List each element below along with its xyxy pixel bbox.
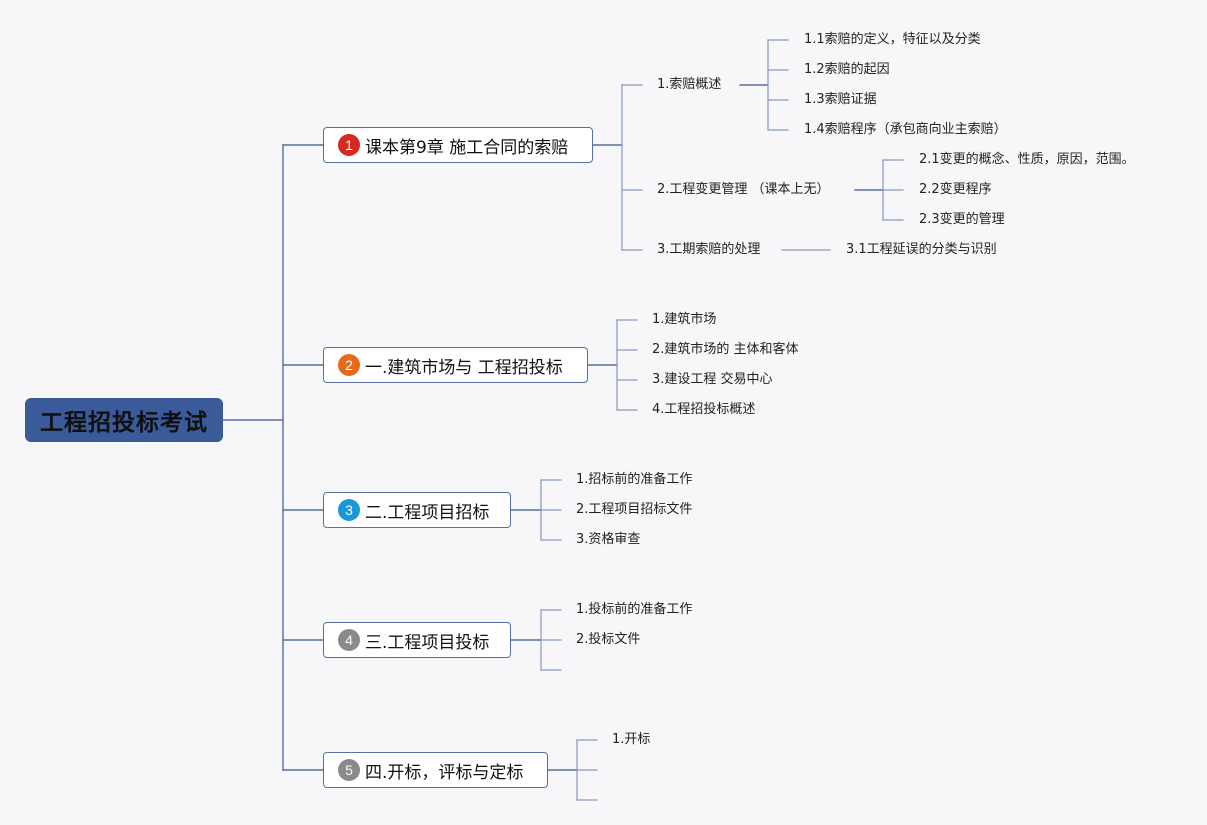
root-connectors: [222, 144, 324, 771]
subtopic-2-1[interactable]: 1.建筑市场: [652, 312, 717, 327]
priority-5-icon: 5: [338, 759, 360, 781]
branch-topic-2-label: 一.建筑市场与 工程招投标: [365, 357, 563, 378]
branch-topic-5-label: 四.开标，评标与定标: [365, 762, 524, 783]
subtopic-2-4[interactable]: 4.工程招投标概述: [652, 402, 756, 417]
branch-topic-1-label: 课本第9章 施工合同的索赔: [365, 137, 569, 158]
subtopic-1-1-3[interactable]: 1.3索赔证据: [804, 92, 877, 107]
subtopic-2-3[interactable]: 3.建设工程 交易中心: [652, 372, 773, 387]
subtopic-3-3[interactable]: 3.资格审查: [576, 532, 641, 547]
priority-1-icon: 1: [338, 134, 360, 156]
subtopic-1-1[interactable]: 1.索赔概述: [657, 77, 722, 92]
subtopic-3-2[interactable]: 2.工程项目招标文件: [576, 502, 693, 517]
subtopic-4-2[interactable]: 2.投标文件: [576, 632, 641, 647]
branch-5-connectors: [547, 739, 598, 801]
subtopic-1-2-1[interactable]: 2.1变更的概念、性质，原因，范围。: [919, 152, 1135, 167]
branch-1-connectors: [592, 39, 904, 251]
priority-3-icon: 3: [338, 499, 360, 521]
subtopic-1-2-3[interactable]: 2.3变更的管理: [919, 212, 1005, 227]
subtopic-5-1[interactable]: 1.开标: [612, 732, 651, 747]
priority-2-icon: 2: [338, 354, 360, 376]
subtopic-2-2[interactable]: 2.建筑市场的 主体和客体: [652, 342, 799, 357]
branch-topic-3[interactable]: 3 二.工程项目招标: [323, 492, 511, 528]
priority-4-icon: 4: [338, 629, 360, 651]
branch-topic-4[interactable]: 4 三.工程项目投标: [323, 622, 511, 658]
branch-4-connectors: [510, 609, 562, 671]
subtopic-4-1[interactable]: 1.投标前的准备工作: [576, 602, 693, 617]
subtopic-1-1-2[interactable]: 1.2索赔的起因: [804, 62, 890, 77]
branch-2-connectors: [587, 319, 638, 411]
subtopic-1-3[interactable]: 3.工期索赔的处理: [657, 242, 761, 257]
subtopic-1-2-2[interactable]: 2.2变更程序: [919, 182, 992, 197]
subtopic-1-1-4[interactable]: 1.4索赔程序（承包商向业主索赔）: [804, 122, 1007, 137]
subtopic-1-1-1[interactable]: 1.1索赔的定义，特征以及分类: [804, 32, 981, 47]
root-topic[interactable]: 工程招投标考试: [25, 398, 223, 442]
root-topic-label: 工程招投标考试: [40, 410, 208, 436]
subtopic-1-3-1[interactable]: 3.1工程延误的分类与识别: [846, 242, 997, 257]
branch-topic-3-label: 二.工程项目招标: [365, 502, 490, 523]
branch-topic-5[interactable]: 5 四.开标，评标与定标: [323, 752, 548, 788]
subtopic-3-1[interactable]: 1.招标前的准备工作: [576, 472, 693, 487]
branch-3-connectors: [510, 479, 562, 541]
branch-topic-1[interactable]: 1 课本第9章 施工合同的索赔: [323, 127, 593, 163]
subtopic-1-2[interactable]: 2.工程变更管理 （课本上无）: [657, 182, 830, 197]
branch-topic-4-label: 三.工程项目投标: [365, 632, 490, 653]
branch-topic-2[interactable]: 2 一.建筑市场与 工程招投标: [323, 347, 588, 383]
